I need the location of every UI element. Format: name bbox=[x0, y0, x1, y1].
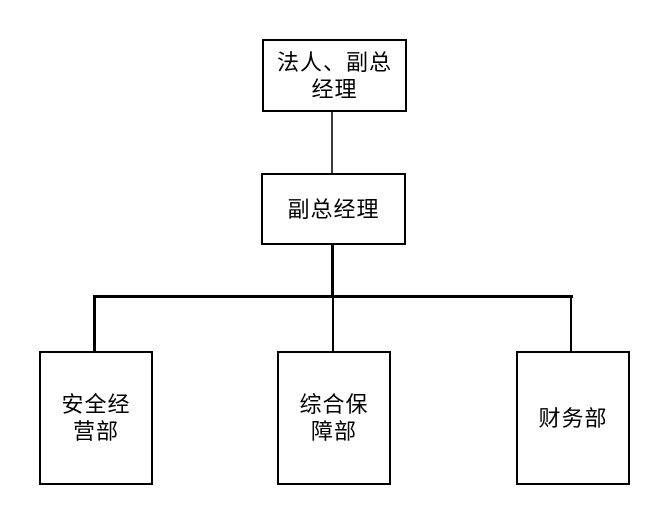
org-node-support: 综合保 障部 bbox=[277, 351, 391, 485]
org-node-label-line: 财务部 bbox=[538, 405, 608, 431]
org-node-label-line: 经理 bbox=[311, 76, 358, 102]
org-node-label-line: 法人、副总 bbox=[276, 49, 392, 75]
org-node-deputy: 副总经理 bbox=[261, 173, 406, 245]
org-node-root: 法人、副总 经理 bbox=[262, 39, 407, 112]
org-node-label-line: 营部 bbox=[72, 419, 119, 444]
connector-deputy-trunk bbox=[331, 245, 334, 298]
connector-drop-to-finance bbox=[570, 295, 572, 352]
org-node-finance: 财务部 bbox=[516, 351, 630, 485]
org-node-label-line: 综合保 bbox=[299, 392, 369, 417]
connector-drop-to-safety bbox=[93, 295, 96, 352]
org-node-label-line: 安全经 bbox=[61, 392, 131, 417]
org-node-label-line: 副总经理 bbox=[287, 196, 380, 222]
connector-drop-to-support bbox=[332, 295, 334, 352]
org-node-label-line: 障部 bbox=[310, 419, 357, 444]
org-node-safety: 安全经 营部 bbox=[39, 351, 153, 485]
connector-root-to-deputy bbox=[331, 112, 333, 174]
